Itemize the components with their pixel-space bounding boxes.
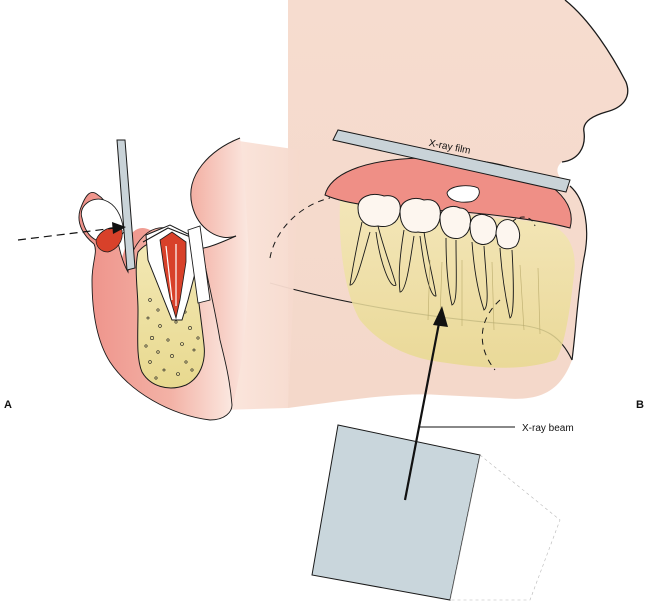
dashed-crown xyxy=(511,216,536,227)
beam-path-arrowhead xyxy=(112,222,126,234)
premolar-1 xyxy=(439,205,471,239)
tube-shadow xyxy=(449,454,561,601)
unerupted-tooth xyxy=(446,185,480,203)
premolar-2 xyxy=(469,213,498,245)
xray-beam-arrowhead xyxy=(433,306,448,327)
molar-1 xyxy=(357,194,401,227)
molar-2 xyxy=(399,198,441,233)
buccal-pulp xyxy=(95,227,123,253)
teeth-row xyxy=(357,194,521,250)
profile-outline xyxy=(561,0,629,163)
film-packet xyxy=(187,225,211,304)
xray-beam-label: X-ray beam xyxy=(522,423,574,434)
crown-border xyxy=(142,227,199,243)
panel-a-label: A xyxy=(4,399,12,411)
xray-tube xyxy=(311,424,481,601)
xray-film xyxy=(332,129,571,193)
bone-texture xyxy=(427,259,541,335)
beam-path-dashed xyxy=(17,227,116,241)
tooth-roots xyxy=(349,221,514,319)
xray-beam-arrow xyxy=(403,317,442,501)
pulp-stripes xyxy=(165,244,177,306)
panel-b xyxy=(222,0,629,601)
chin-outline xyxy=(569,185,588,361)
canine xyxy=(495,219,521,250)
panel-b-label: B xyxy=(636,399,644,411)
dashed-ramus xyxy=(269,197,331,259)
dashed-canine xyxy=(481,299,501,371)
panel-a xyxy=(17,137,249,421)
lingual-curve xyxy=(190,137,241,238)
